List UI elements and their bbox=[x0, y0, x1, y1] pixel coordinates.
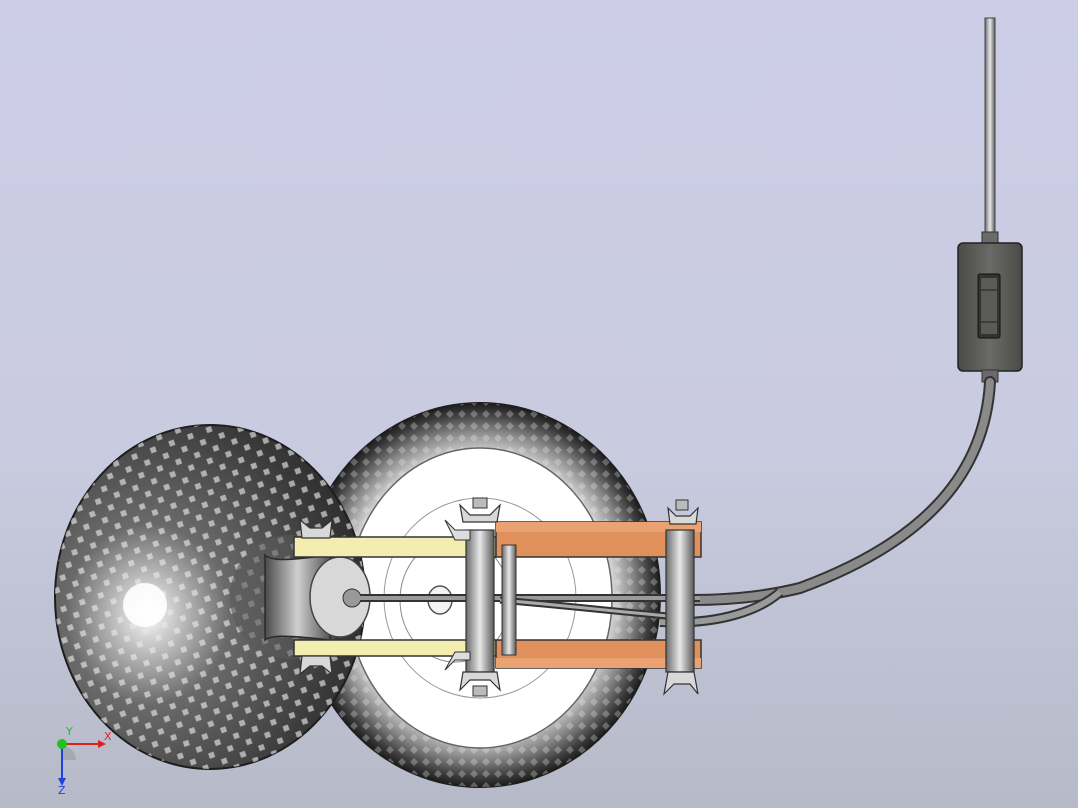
z-axis-label: Z bbox=[58, 784, 66, 794]
y-axis-label: Y bbox=[65, 725, 73, 738]
wing-nut-bottom-right[interactable] bbox=[663, 671, 699, 696]
lamp-shade[interactable] bbox=[54, 424, 371, 770]
wing-nut-shade-bottom[interactable] bbox=[299, 655, 333, 676]
x-axis-label: X bbox=[104, 730, 112, 743]
hinge-arm-top[interactable] bbox=[293, 521, 702, 558]
wing-nut-bottom-left[interactable] bbox=[459, 671, 501, 697]
power-cable-curve[interactable] bbox=[659, 376, 996, 628]
wing-nut-center[interactable] bbox=[444, 519, 471, 671]
power-cable-top[interactable] bbox=[981, 17, 999, 245]
wing-nut-shade-top[interactable] bbox=[299, 518, 333, 539]
pivot-rod-left[interactable] bbox=[465, 529, 517, 673]
wing-nut-top-right[interactable] bbox=[667, 499, 699, 525]
orientation-triad: X Y Z bbox=[40, 724, 120, 797]
y-axis-dot-icon bbox=[57, 739, 67, 749]
triad-plane-icon bbox=[62, 746, 76, 760]
inline-switch[interactable] bbox=[957, 242, 1023, 383]
pivot-rod-right[interactable] bbox=[665, 529, 695, 673]
wing-nut-top-left[interactable] bbox=[459, 497, 501, 523]
